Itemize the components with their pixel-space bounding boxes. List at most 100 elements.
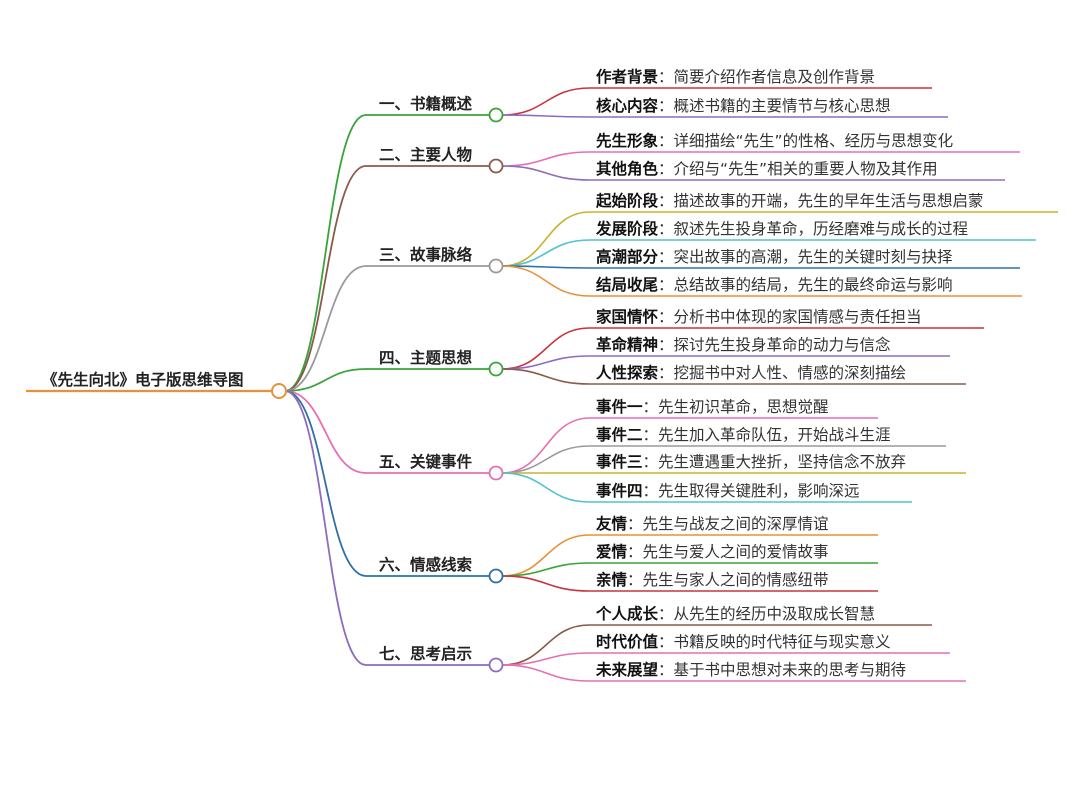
root-title: 《先生向北》电子版思维导图 bbox=[42, 370, 244, 389]
leaf-separator: ： bbox=[643, 482, 659, 500]
leaf-separator: ： bbox=[658, 336, 674, 354]
leaf-key: 革命精神 bbox=[596, 335, 658, 354]
branch-connector bbox=[284, 390, 367, 474]
leaf-node: 亲情：先生与家人之间的情感纽带 bbox=[596, 570, 829, 589]
leaf-separator: ： bbox=[658, 97, 674, 115]
leaf-description: 先生初识革命，思想觉醒 bbox=[658, 398, 829, 416]
leaf-key: 个人成长 bbox=[595, 604, 659, 623]
branch-label: 四、主题思想 bbox=[379, 348, 473, 367]
leaf-key: 结局收尾 bbox=[595, 275, 658, 294]
leaf-connector bbox=[501, 562, 591, 577]
leaf-node: 个人成长：从先生的经历中汲取成长智慧 bbox=[595, 604, 875, 623]
leaf-description: 先生加入革命队伍，开始战斗生涯 bbox=[658, 426, 891, 444]
branch-label: 二、主要人物 bbox=[379, 145, 473, 164]
branch-connector bbox=[284, 265, 367, 392]
leaf-description: 探讨先生投身革命的动力与信念 bbox=[674, 335, 891, 354]
leaf-connector bbox=[501, 534, 591, 577]
leaf-separator: ： bbox=[658, 248, 674, 266]
leaf-connector bbox=[501, 114, 591, 118]
leaf-connector bbox=[501, 239, 591, 267]
leaf-node: 爱情：先生与爱人之间的爱情故事 bbox=[596, 542, 829, 561]
leaf-node: 友情：先生与战友之间的深厚情谊 bbox=[596, 514, 829, 533]
leaf-description: 分析书中体现的家国情感与责任担当 bbox=[674, 308, 922, 326]
leaf-separator: ： bbox=[658, 68, 674, 86]
leaf-description: 基于书中思想对未来的思考与期待 bbox=[674, 661, 907, 679]
leaf-connector bbox=[501, 575, 591, 592]
leaf-key: 作者背景 bbox=[596, 67, 658, 86]
leaf-key: 未来展望 bbox=[595, 660, 658, 679]
leaf-key: 其他角色 bbox=[596, 159, 659, 178]
leaf-key: 家国情怀 bbox=[596, 307, 659, 326]
leaf-description: 从先生的经历中汲取成长智慧 bbox=[674, 605, 876, 623]
leaf-key: 友情 bbox=[596, 514, 628, 533]
leaf-key: 事件四 bbox=[596, 481, 643, 500]
leaf-description: 总结故事的结局，先生的最终命运与影响 bbox=[674, 276, 953, 294]
leaf-node: 高潮部分：突出故事的高潮，先生的关键时刻与抉择 bbox=[596, 247, 953, 266]
leaf-key: 事件二 bbox=[596, 425, 643, 444]
leaf-description: 描述故事的开端，先生的早年生活与思想启蒙 bbox=[674, 192, 984, 210]
leaf-connector bbox=[501, 472, 591, 503]
leaf-node: 时代价值：书籍反映的时代特征与现实意义 bbox=[596, 632, 891, 651]
leaf-separator: ： bbox=[658, 605, 674, 623]
leaf-node: 发展阶段：叙述先生投身革命，历经磨难与成长的过程 bbox=[595, 219, 968, 238]
leaf-node: 起始阶段：描述故事的开端，先生的早年生活与思想启蒙 bbox=[595, 191, 984, 210]
leaf-separator: ： bbox=[658, 220, 674, 238]
leaf-description: 概述书籍的主要情节与核心思想 bbox=[674, 97, 891, 115]
leaf-key: 高潮部分 bbox=[596, 247, 659, 266]
branch-label: 六、情感线索 bbox=[379, 555, 472, 574]
leaf-separator: ： bbox=[658, 661, 674, 679]
leaf-description: 叙述先生投身革命，历经磨难与成长的过程 bbox=[674, 220, 969, 238]
leaf-node: 家国情怀：分析书中体现的家国情感与责任担当 bbox=[596, 307, 922, 326]
root-node-circle[interactable] bbox=[271, 383, 287, 399]
branch-node-circle[interactable] bbox=[488, 107, 504, 123]
leaf-description: 书籍反映的时代特征与现实意义 bbox=[674, 632, 891, 651]
leaf-node: 作者背景：简要介绍作者信息及创作背景 bbox=[596, 67, 875, 86]
leaf-node: 结局收尾：总结故事的结局，先生的最终命运与影响 bbox=[595, 275, 953, 294]
leaf-description: 介绍与“先生”相关的重要人物及其作用 bbox=[674, 160, 938, 178]
leaf-connector bbox=[501, 368, 591, 385]
branch-node-circle[interactable] bbox=[488, 258, 504, 274]
leaf-key: 时代价值 bbox=[596, 632, 659, 651]
leaf-key: 事件一 bbox=[596, 397, 643, 416]
leaf-separator: ： bbox=[658, 132, 674, 150]
leaf-description: 先生与爱人之间的爱情故事 bbox=[643, 543, 829, 561]
branch-connector bbox=[284, 368, 367, 392]
leaf-node: 事件一：先生初识革命，思想觉醒 bbox=[596, 397, 829, 416]
leaf-connector bbox=[501, 87, 591, 116]
leaf-key: 爱情 bbox=[596, 542, 628, 561]
leaf-node: 事件二：先生加入革命队伍，开始战斗生涯 bbox=[596, 425, 891, 444]
leaf-node: 事件三：先生遭遇重大挫折，坚持信念不放弃 bbox=[596, 452, 906, 471]
leaf-separator: ： bbox=[658, 160, 674, 178]
leaf-separator: ： bbox=[627, 571, 643, 589]
leaf-description: 先生取得关键胜利，影响深远 bbox=[658, 482, 860, 500]
leaf-separator: ： bbox=[658, 364, 674, 382]
leaf-connector bbox=[501, 327, 591, 370]
leaf-key: 事件三 bbox=[596, 452, 643, 471]
leaf-connector bbox=[501, 265, 591, 297]
leaf-connector bbox=[501, 624, 591, 666]
leaf-node: 未来展望：基于书中思想对未来的思考与期待 bbox=[595, 660, 906, 679]
leaf-separator: ： bbox=[658, 633, 674, 651]
leaf-connector bbox=[501, 165, 591, 181]
leaf-separator: ： bbox=[658, 192, 674, 210]
leaf-node: 其他角色：介绍与“先生”相关的重要人物及其作用 bbox=[596, 159, 938, 178]
branch-connector bbox=[284, 390, 367, 666]
branch-node-circle[interactable] bbox=[488, 657, 504, 673]
leaf-separator: ： bbox=[658, 276, 674, 294]
leaf-separator: ： bbox=[643, 453, 659, 471]
branch-node-circle[interactable] bbox=[488, 158, 504, 174]
leaf-separator: ： bbox=[643, 398, 659, 416]
leaf-description: 详细描绘“先生”的性格、经历与思想变化 bbox=[674, 132, 954, 150]
leaf-connector bbox=[501, 355, 591, 370]
leaf-key: 先生形象 bbox=[596, 131, 659, 150]
branch-node-circle[interactable] bbox=[488, 361, 504, 377]
leaf-description: 简要介绍作者信息及创作背景 bbox=[674, 68, 876, 86]
branch-node-circle[interactable] bbox=[488, 568, 504, 584]
branch-node-circle[interactable] bbox=[488, 465, 504, 481]
leaf-separator: ： bbox=[643, 426, 659, 444]
leaf-connector bbox=[501, 417, 591, 474]
leaf-description: 先生与家人之间的情感纽带 bbox=[643, 571, 829, 589]
leaf-key: 核心内容 bbox=[596, 96, 659, 115]
leaf-node: 人性探索：挖掘书中对人性、情感的深刻描绘 bbox=[596, 363, 906, 382]
